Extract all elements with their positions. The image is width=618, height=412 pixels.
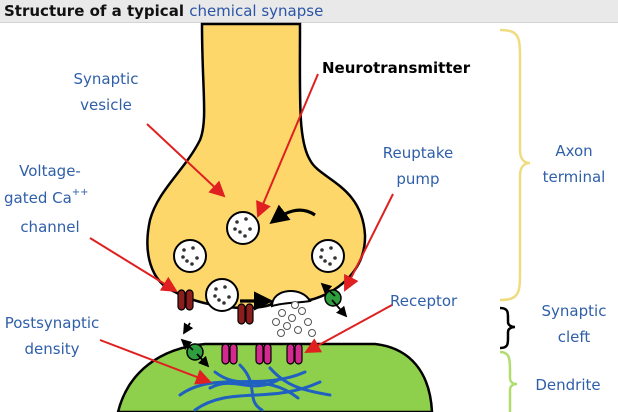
region-dendrite: Dendrite: [535, 376, 600, 394]
vesicle-dots: [181, 217, 337, 305]
movement-arrows: [180, 204, 348, 368]
title-highlight: chemical synapse: [189, 2, 324, 20]
receptors: [221, 343, 303, 365]
title-bar: Structure of a typical chemical synapse: [0, 0, 618, 23]
synaptic-vesicles: [173, 211, 345, 312]
axon-terminal-brace: [499, 28, 531, 302]
region-cleft-line2: cleft: [558, 328, 591, 346]
label-voltage-superscript: ++: [72, 187, 89, 198]
pointer-arrows: [89, 73, 394, 385]
dendrite-filaments: [178, 363, 332, 412]
released-vesicle: [270, 289, 312, 308]
label-neurotransmitter: Neurotransmitter: [322, 59, 471, 77]
label-synaptic-vesicle-line2: vesicle: [80, 96, 132, 114]
title-prefix: Structure of a typical: [4, 2, 184, 20]
region-axon-line2: terminal: [543, 168, 606, 186]
label-synaptic-vesicle-line1: Synaptic: [74, 70, 139, 88]
region-cleft-line1: Synaptic: [542, 302, 607, 320]
label-reuptake-line2: pump: [396, 170, 439, 188]
region-axon-line1: Axon: [555, 142, 592, 160]
label-voltage-ca: gated Ca: [4, 189, 72, 207]
label-postsynaptic-line2: density: [25, 340, 80, 358]
voltage-gated-channels: [177, 289, 254, 325]
label-receptor: Receptor: [390, 292, 458, 310]
label-postsynaptic-line1: Postsynaptic: [5, 314, 100, 332]
label-voltage-line2: gated Ca++: [4, 187, 89, 207]
neurotransmitter-molecules: [272, 301, 316, 337]
label-voltage-line3: channel: [20, 218, 79, 236]
dendrite-shape: [116, 342, 434, 412]
label-reuptake-line1: Reuptake: [383, 144, 453, 162]
synaptic-cleft-brace: [499, 306, 516, 350]
diagram-title: Structure of a typical chemical synapse: [4, 2, 323, 20]
reuptake-pump-axon: [324, 289, 342, 307]
dendrite-brace: [499, 350, 518, 412]
label-voltage-line1: Voltage-: [19, 162, 81, 180]
